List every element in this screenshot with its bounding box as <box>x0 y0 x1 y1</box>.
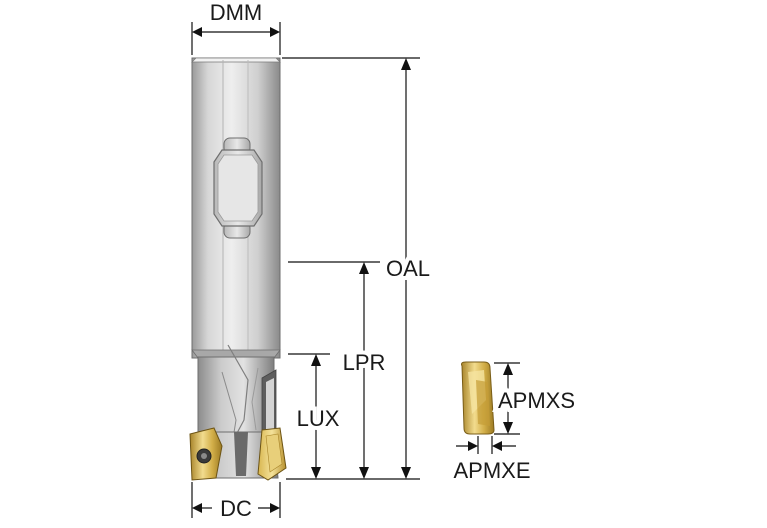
lpr-dimension <box>288 261 380 474</box>
weldon-flat <box>213 137 263 239</box>
insert-detail <box>461 361 495 435</box>
label-lux: LUX <box>297 406 340 431</box>
shank-top-chamfer <box>191 57 281 63</box>
oal-dimension <box>282 57 420 474</box>
label-apmxs: APMXS <box>498 388 575 413</box>
dmm-dimension <box>191 22 281 55</box>
arrowheads <box>192 27 513 513</box>
label-oal: OAL <box>386 256 430 281</box>
end-mill-tool <box>189 57 287 481</box>
cutting-insert-left <box>189 427 223 481</box>
label-dmm: DMM <box>210 0 263 25</box>
apmxs-dimension <box>494 362 520 435</box>
cutting-insert-right <box>257 427 287 481</box>
lux-dimension <box>288 353 330 474</box>
label-lpr: LPR <box>343 350 386 375</box>
apmxe-dimension <box>456 436 516 454</box>
label-apmxe: APMXE <box>453 458 530 483</box>
label-dc: DC <box>220 496 252 521</box>
